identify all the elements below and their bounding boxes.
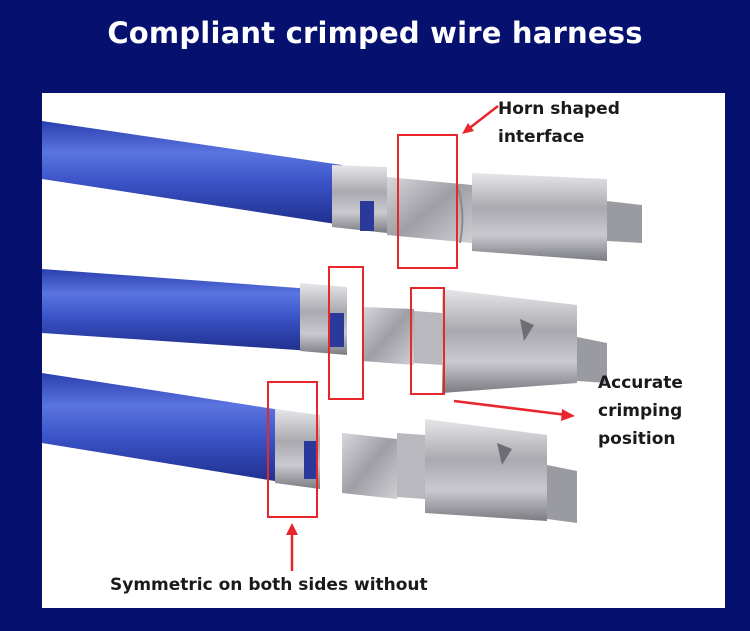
- wire-harness-3: [42, 373, 577, 523]
- callout-horn-line2: interface: [498, 127, 585, 147]
- wire-harness-2: [42, 269, 607, 393]
- wire-harness-1: [42, 121, 642, 261]
- callout-horn-line1: Horn shaped: [498, 99, 620, 119]
- callout-horn-shaped: Horn shaped interface: [498, 95, 620, 151]
- callout-accurate-line3: position: [598, 429, 676, 449]
- callout-symmetric-text: Symmetric on both sides without: [110, 575, 428, 595]
- highlight-box-crimp-1: [328, 266, 364, 400]
- photo-panel: Horn shaped interface Accurate crimping …: [42, 93, 725, 608]
- crimped-harness-illustration: [42, 105, 642, 571]
- callout-symmetric: Symmetric on both sides without: [110, 571, 428, 599]
- callout-accurate-line1: Accurate: [598, 373, 683, 393]
- page-title: Compliant crimped wire harness: [107, 16, 643, 50]
- highlight-box-horn: [397, 134, 458, 269]
- highlight-box-symmetric: [267, 381, 318, 518]
- highlight-box-crimp-2: [410, 287, 445, 395]
- arrow-horn: [462, 105, 499, 134]
- arrow-symmetric: [286, 523, 298, 571]
- callout-accurate-crimping: Accurate crimping position: [598, 369, 683, 453]
- callout-accurate-line2: crimping: [598, 401, 683, 421]
- arrow-accurate: [453, 399, 575, 421]
